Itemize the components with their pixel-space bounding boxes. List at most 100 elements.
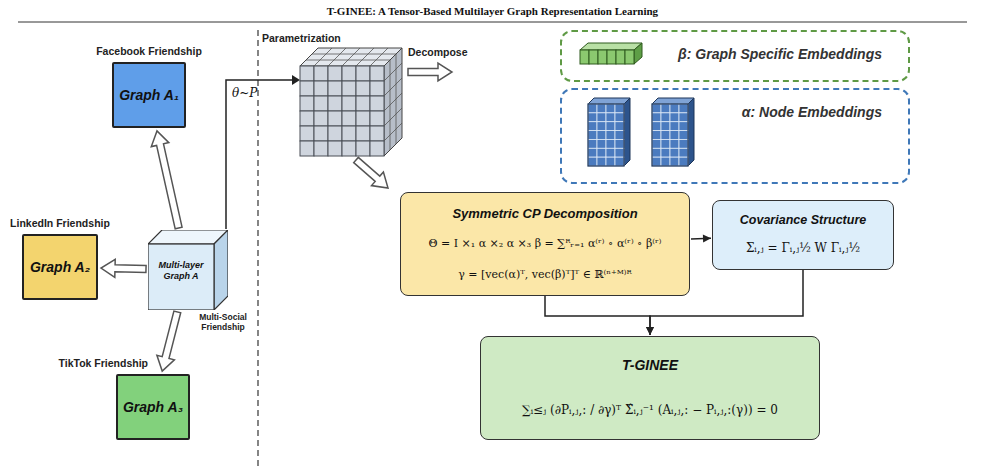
graph-label: Graph A₁ (118, 87, 180, 103)
alpha-outline (652, 104, 688, 166)
tensor-cell (370, 81, 384, 96)
alpha-cell (679, 157, 688, 166)
formula: Θ = I ×₁ α ×₂ α ×₃ β = ∑ᴿᵣ₌₁ α⁽ʳ⁾ ∘ α⁽ʳ⁾… (428, 237, 661, 251)
formula: ∑ᵢ≤ⱼ (∂Pᵢ,ⱼ,: / ∂γ)ᵀ Σ̂ᵢ,ⱼ⁻¹ (Aᵢ,ⱼ,: − P… (522, 403, 778, 419)
tensor-cell (342, 66, 356, 81)
beta-side-face (634, 43, 642, 64)
tensor-cell (314, 141, 328, 156)
tensor-cell (342, 81, 356, 96)
alpha-cell (670, 131, 679, 140)
alpha-cell (597, 131, 606, 140)
tensor-grid-line (384, 78, 402, 96)
alpha-cell (597, 122, 606, 131)
alpha-cell (606, 148, 615, 157)
tensor-cell (356, 141, 370, 156)
alpha-cell (670, 104, 679, 113)
box-title: Symmetric CP Decomposition (452, 206, 637, 221)
group-label: β: Graph Specific Embeddings (678, 46, 882, 62)
tensor-cell (314, 126, 328, 141)
box-title: T-GINEE (622, 357, 678, 373)
alpha-cell (679, 113, 688, 122)
arrow-head (646, 327, 654, 335)
decompose-down-arrow (354, 157, 388, 188)
connector (157, 311, 181, 371)
tensor-cell (356, 66, 370, 81)
tensor-cell (356, 126, 370, 141)
alpha-cell (606, 157, 615, 166)
beta-cell (580, 50, 589, 64)
alpha-cell (597, 139, 606, 148)
cube-label: Multi-layer Graph A (151, 260, 211, 283)
alpha-cell (588, 113, 597, 122)
alpha-cell (588, 157, 597, 166)
alpha-cell (661, 131, 670, 140)
graph-label: Graph A₂ (29, 259, 91, 275)
result-box: T-GINEE ∑ᵢ≤ⱼ (∂Pᵢ,ⱼ,: / ∂γ)ᵀ Σ̂ᵢ,ⱼ⁻¹ (Aᵢ,… (480, 336, 820, 440)
alpha-cell (588, 148, 597, 157)
tensor-grid-line (342, 48, 360, 66)
graph-layer-box: TikTok FriendshipGraph A₃ (116, 374, 190, 440)
decompose-arrow (408, 63, 452, 81)
tensor-cell (328, 126, 342, 141)
connector (545, 296, 654, 335)
tensor-grid-line (384, 123, 402, 141)
tensor-cell (314, 66, 328, 81)
alpha-cell (679, 148, 688, 157)
tensor-cell (314, 111, 328, 126)
alpha-cell (606, 113, 615, 122)
hollow-arrow (101, 259, 146, 277)
alpha-cell (661, 148, 670, 157)
alpha-cell (661, 157, 670, 166)
tensor-cell (328, 66, 342, 81)
tensor-cell (356, 111, 370, 126)
tensor-grid-line (328, 48, 346, 66)
figure-title: T-GINEE: A Tensor-Based Multilayer Graph… (0, 5, 985, 17)
layer-caption: LinkedIn Friendship (10, 217, 110, 229)
beta-cell (589, 50, 598, 64)
alpha-cell (588, 139, 597, 148)
tensor-grid-line (370, 48, 388, 66)
tensor-grid-line (384, 108, 402, 126)
tensor-cell (300, 96, 314, 111)
alpha-cell (615, 157, 624, 166)
tensor-cell (300, 126, 314, 141)
alpha-cell (652, 157, 661, 166)
tensor-grid-line (384, 93, 402, 111)
alpha-cell (652, 104, 661, 113)
alpha-cell (670, 113, 679, 122)
beta-cell (598, 50, 607, 64)
tensor-cell (370, 126, 384, 141)
tensor-cell (342, 126, 356, 141)
hollow-arrow (157, 311, 181, 371)
alpha-cell (615, 131, 624, 140)
alpha-cell (652, 131, 661, 140)
tensor-cell (300, 111, 314, 126)
alpha-outline (588, 104, 624, 166)
tensor-cell (356, 81, 370, 96)
tensor-cell (300, 81, 314, 96)
multilayer-cube: Multi-layer Graph AMulti-Social Friendsh… (148, 230, 228, 310)
cube-front-face (148, 244, 214, 310)
arrow-head (703, 234, 711, 242)
alpha-cell (588, 131, 597, 140)
graph-layer-box: Facebook FriendshipGraph A₁ (112, 62, 186, 128)
tensor-cell (342, 111, 356, 126)
alpha-cell (597, 148, 606, 157)
box-title: Covariance Structure (740, 213, 866, 227)
alpha-cell (606, 139, 615, 148)
beta-vector-icon (580, 43, 642, 64)
layer-caption: TikTok Friendship (59, 357, 148, 369)
arrow-head (646, 327, 654, 335)
alpha-cell (670, 122, 679, 131)
alpha-cell (679, 122, 688, 131)
alpha-cell (597, 157, 606, 166)
alpha-cell (670, 157, 679, 166)
beta-top-face (580, 43, 642, 50)
alpha-cell (679, 131, 688, 140)
tensor-cell (370, 141, 384, 156)
alpha-cell (606, 104, 615, 113)
alpha-side-face (624, 98, 630, 166)
alpha-cell (670, 148, 679, 157)
formula: γ = [vec(α)ᵀ, vec(β)ᵀ]ᵀ ∈ ℝ⁽ⁿ⁺ᴹ⁾ᴿ (458, 268, 632, 282)
graph-layer-box: LinkedIn FriendshipGraph A₂ (22, 234, 98, 300)
